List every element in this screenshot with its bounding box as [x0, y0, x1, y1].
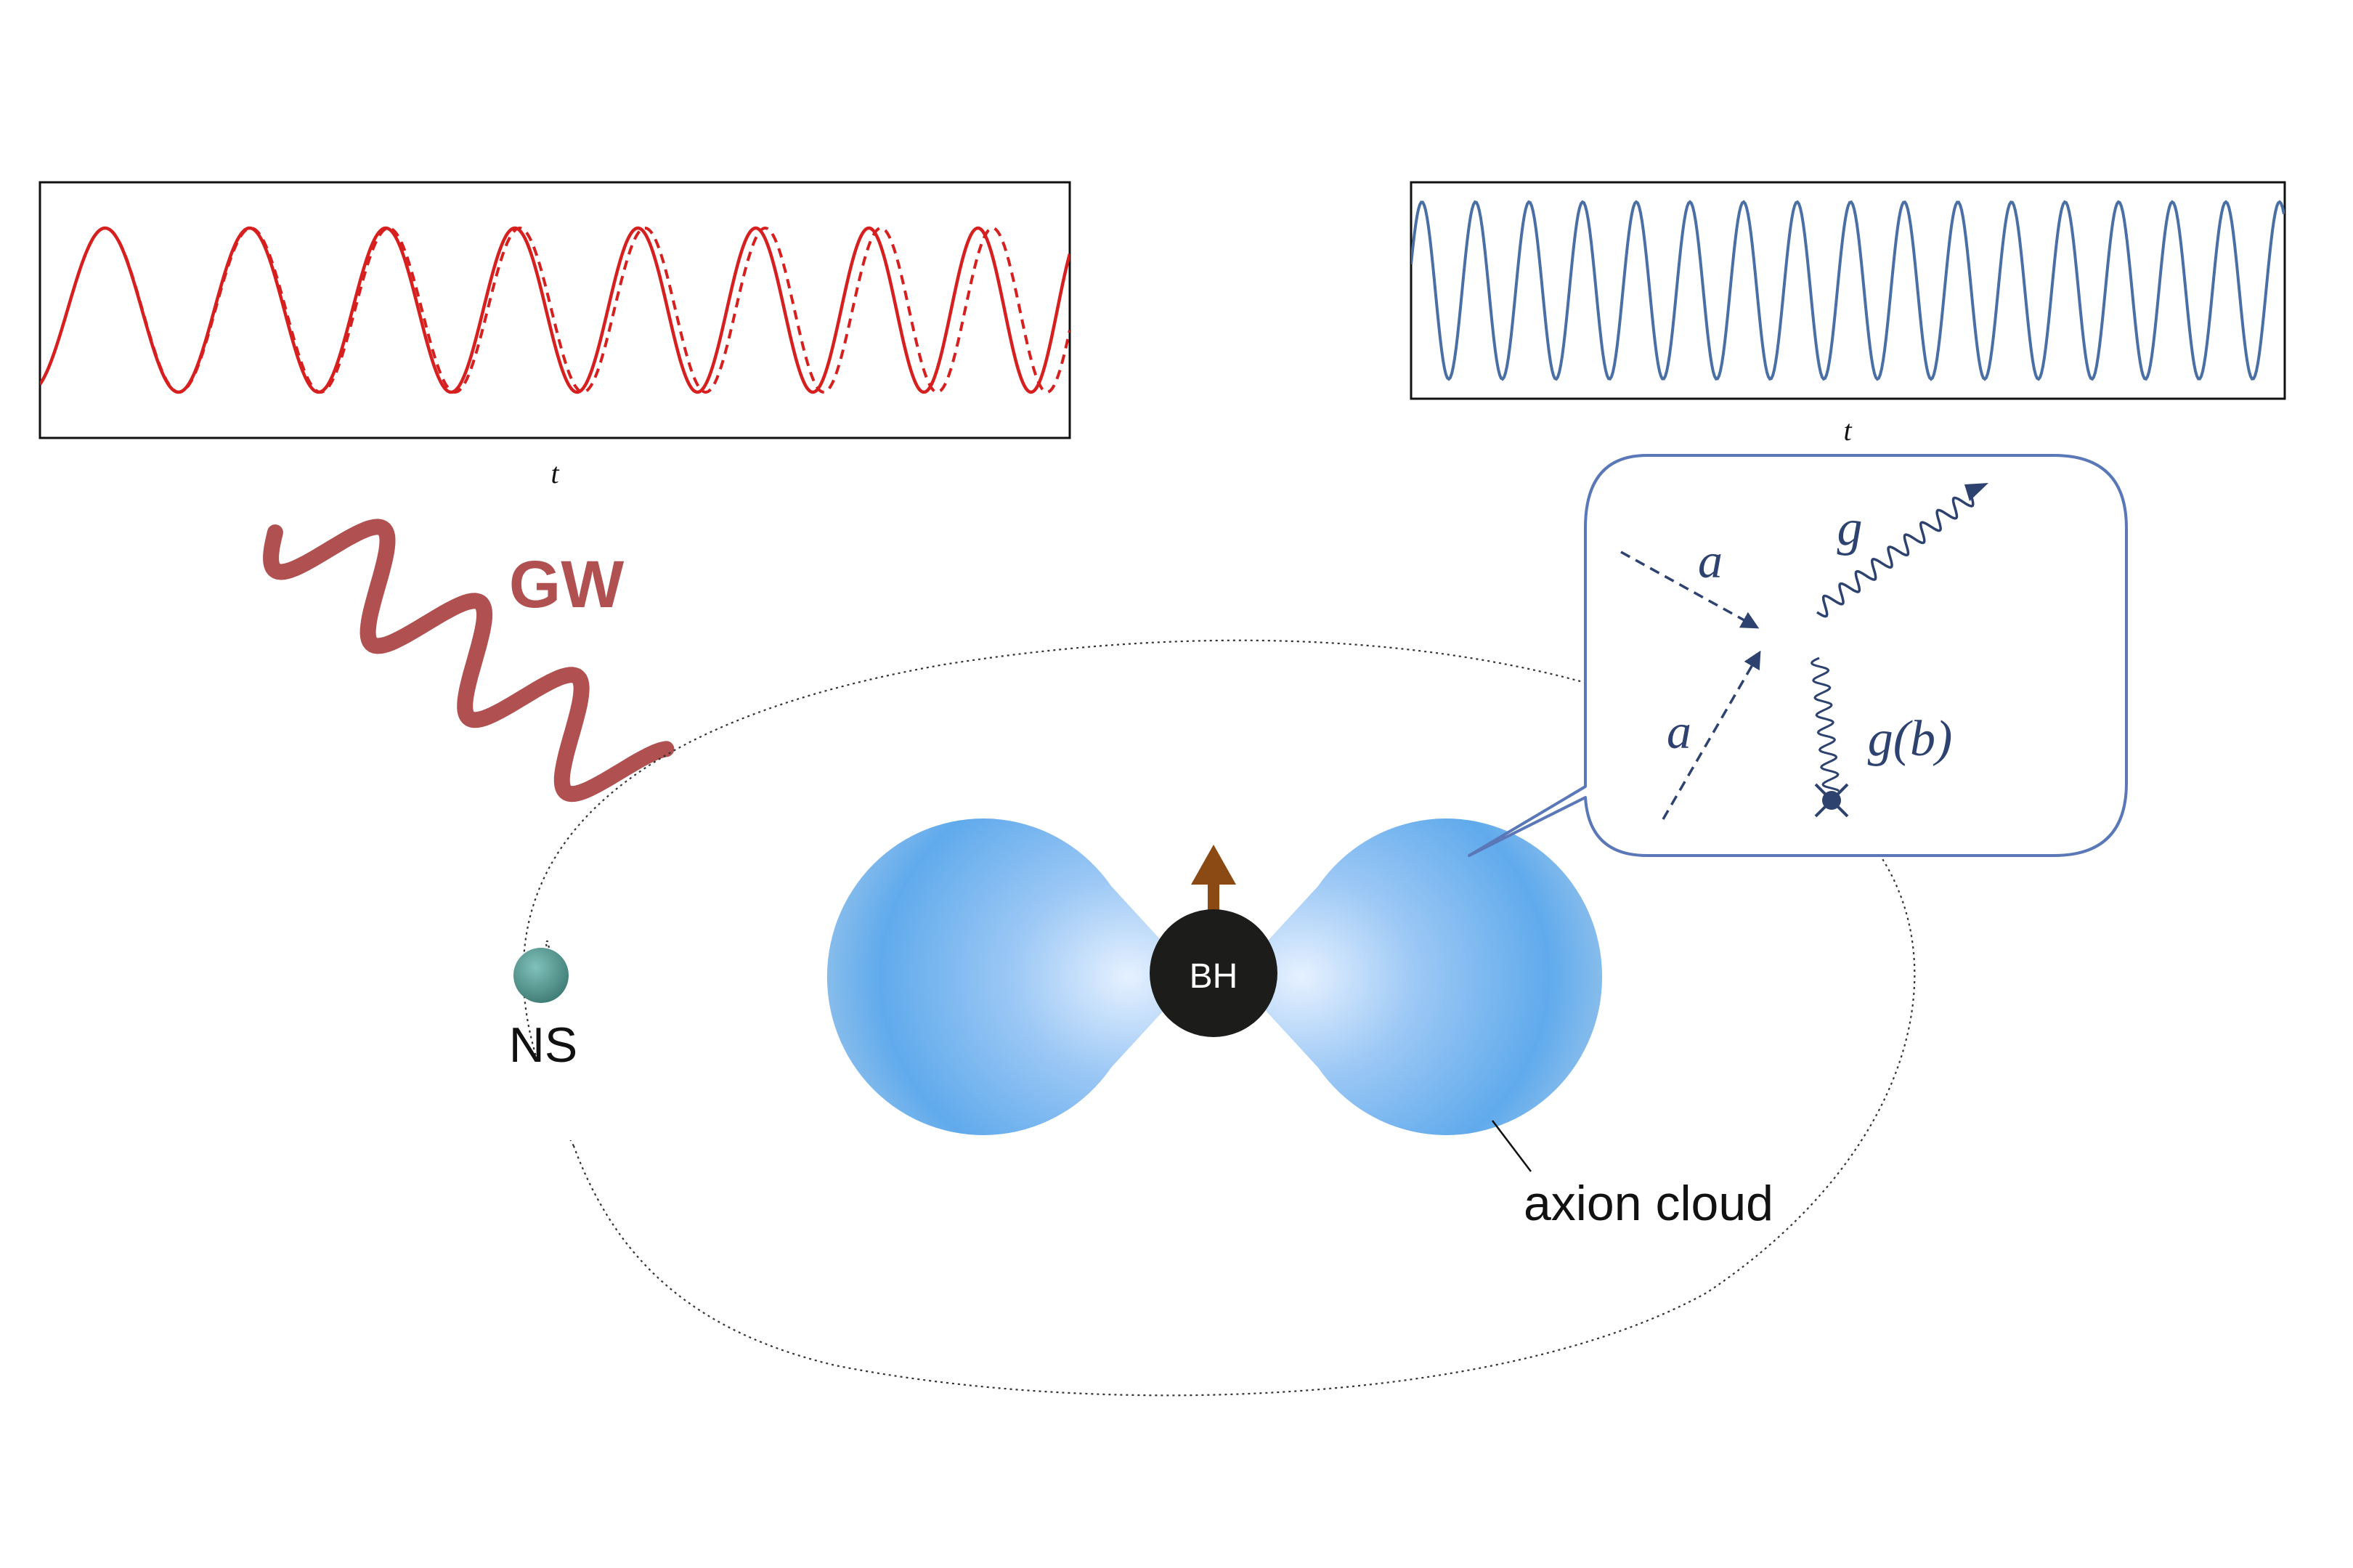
label-axion-bottom: a — [1667, 704, 1691, 759]
right-monochromatic-waveform — [1411, 200, 2285, 381]
axion-cloud-right-lobe — [1235, 818, 1603, 1135]
bh-label: BH — [1190, 957, 1238, 996]
axion-line-bottom — [1662, 650, 1761, 820]
exchange-gluon-line — [1810, 657, 1840, 792]
right-plot-x-label: t — [1843, 414, 1852, 447]
right-waveform-plot: t — [1410, 181, 2286, 447]
label-axion-top: a — [1698, 533, 1723, 588]
orbit-path — [522, 639, 1916, 1397]
gw-label: GW — [509, 548, 625, 622]
label-gluon-out: g — [1837, 500, 1863, 556]
exchange-vertex-cross — [1814, 783, 1849, 818]
left-waveform-plot: t — [38, 181, 1071, 490]
label-gluon-exchange: g(b) — [1868, 711, 1953, 767]
axion-cloud — [826, 818, 1603, 1135]
feynman-diagram: a a g g(b) — [1620, 483, 1988, 820]
neutron-star — [513, 948, 569, 1003]
axion-cloud-left-lobe — [826, 818, 1195, 1135]
feynman-callout-bubble — [1468, 454, 2128, 857]
axion-line-top — [1620, 551, 1760, 629]
ns-label: NS — [509, 1017, 577, 1073]
left-plot-x-label: t — [550, 457, 559, 490]
gw-wave-squiggle — [263, 519, 675, 803]
black-hole — [1150, 909, 1277, 1037]
outgoing-gluon-arrowhead — [1964, 483, 1988, 501]
axion-cloud-label: axion cloud — [1524, 1176, 1773, 1231]
bh-spin-arrow — [1191, 845, 1236, 919]
axion-cloud-pointer — [1492, 1120, 1532, 1172]
orbit-gap — [537, 1002, 625, 1140]
left-solid-waveform — [40, 226, 1070, 394]
outgoing-gluon-line — [1816, 488, 1975, 618]
left-plot-frame — [38, 181, 1071, 439]
